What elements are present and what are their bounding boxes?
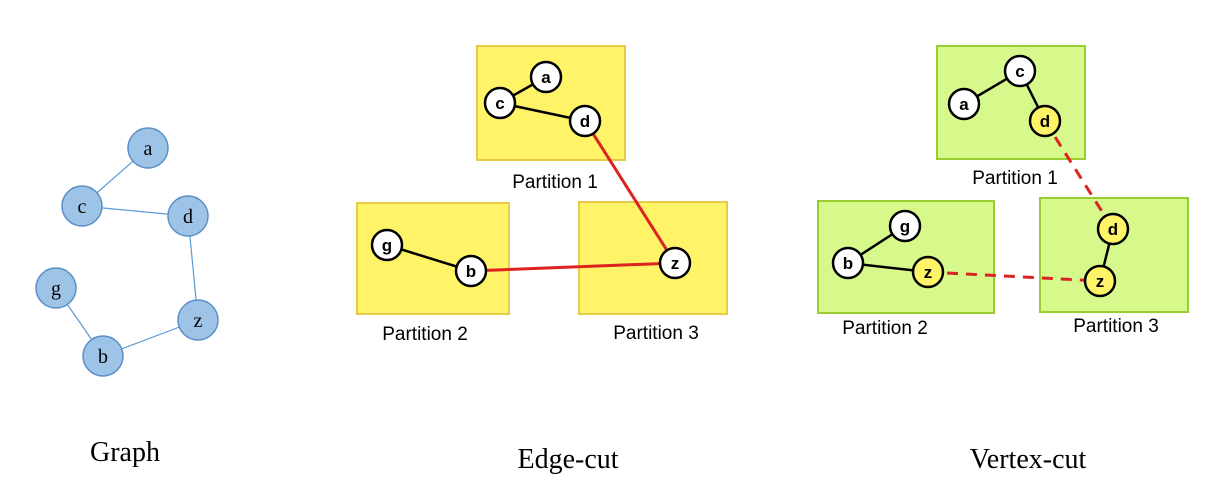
svg-text:z: z xyxy=(924,263,933,282)
svg-text:z: z xyxy=(1096,272,1105,291)
vertex-cut-panel: c a d g b z d z Partitio xyxy=(817,45,1189,475)
edge-cut-node-c: c xyxy=(483,86,517,120)
svg-text:d: d xyxy=(580,112,590,131)
svg-text:d: d xyxy=(1108,220,1118,239)
edge-cut-partition-3-box xyxy=(578,201,728,315)
svg-text:a: a xyxy=(541,68,551,87)
edge-cut-partition-1-label: Partition 1 xyxy=(512,172,598,193)
vertex-cut-node-d-partition-1: d xyxy=(1028,104,1062,138)
edge-cut-node-z: z xyxy=(658,246,692,280)
edge-cut-node-b: b xyxy=(454,254,488,288)
svg-text:z: z xyxy=(194,310,203,332)
vertex-cut-node-d-partition-3: d xyxy=(1096,212,1130,246)
edge-cut-partition-2-label: Partition 2 xyxy=(382,324,468,345)
svg-text:b: b xyxy=(843,254,853,273)
svg-text:b: b xyxy=(466,262,476,281)
graph-panel: a c d g z b Graph xyxy=(35,127,219,468)
svg-text:g: g xyxy=(382,236,392,255)
edge-cut-node-g: g xyxy=(370,228,404,262)
graph-caption: Graph xyxy=(90,437,160,468)
edge-cut-partition-3-label: Partition 3 xyxy=(613,323,699,344)
graph-node-g: g xyxy=(35,267,77,309)
svg-text:c: c xyxy=(78,196,87,218)
vertex-cut-replica-link-d xyxy=(1043,120,1115,230)
vertex-cut-partition-1-label: Partition 1 xyxy=(972,168,1058,189)
svg-text:a: a xyxy=(144,138,153,160)
vertex-cut-node-b: b xyxy=(831,246,865,280)
edge-cut-caption: Edge-cut xyxy=(517,444,618,475)
vertex-cut-replica-link-z xyxy=(927,270,1101,283)
graph-node-d: d xyxy=(167,195,209,237)
svg-text:c: c xyxy=(495,94,504,113)
edge-cut-cut-edge-d-z xyxy=(583,120,677,264)
edge-cut-node-d: d xyxy=(568,104,602,138)
graph-node-a: a xyxy=(127,127,169,169)
vertex-cut-caption: Vertex-cut xyxy=(970,444,1087,475)
vertex-cut-partition-2-label: Partition 2 xyxy=(842,318,928,339)
vertex-cut-partition-3-label: Partition 3 xyxy=(1073,316,1159,337)
vertex-cut-node-z-partition-2: z xyxy=(911,255,945,289)
vertex-cut-node-z-partition-3: z xyxy=(1083,264,1117,298)
graph-node-z: z xyxy=(177,299,219,341)
svg-text:d: d xyxy=(183,206,193,228)
vertex-cut-node-g: g xyxy=(888,209,922,243)
vertex-cut-node-c: c xyxy=(1003,54,1037,88)
svg-text:b: b xyxy=(98,346,108,368)
edge-cut-node-a: a xyxy=(529,60,563,94)
svg-text:z: z xyxy=(671,254,680,273)
graph-node-b: b xyxy=(82,335,124,377)
svg-text:a: a xyxy=(959,95,969,114)
graph-node-c: c xyxy=(61,185,103,227)
vertex-cut-node-a: a xyxy=(947,87,981,121)
svg-text:g: g xyxy=(900,217,910,236)
edge-cut-cut-edge-b-z xyxy=(470,261,676,273)
edge-cut-panel: a c d g b z Partition 1 Partition 2 Part… xyxy=(356,45,728,475)
svg-text:c: c xyxy=(1015,62,1024,81)
svg-text:d: d xyxy=(1040,112,1050,131)
svg-text:g: g xyxy=(51,278,61,300)
